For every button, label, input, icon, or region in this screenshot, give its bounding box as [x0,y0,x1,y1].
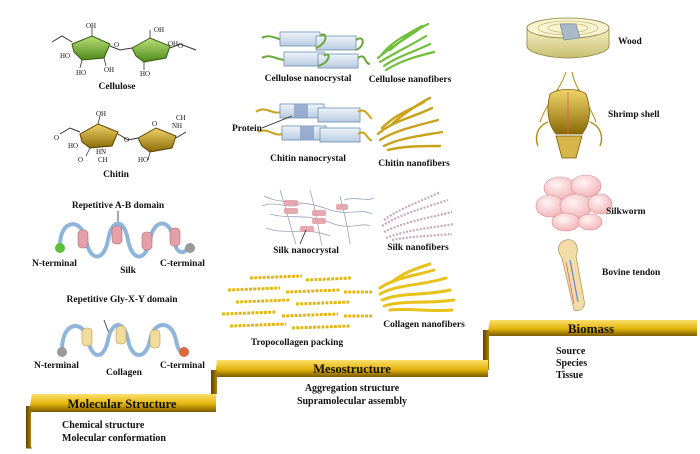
chem-label: O [78,156,83,164]
collagen-molecule: Repetitive Gly-X-Y domain N-terminal Col… [34,295,205,378]
chem-label: NH [172,122,182,130]
chem-label: HO [140,70,150,78]
biomass-desc-2: Species [556,358,587,369]
chem-label: CH [176,114,186,122]
chem-label: OH [168,40,178,48]
silk-c-terminal: C-terminal [160,259,205,269]
shrimp-illustration: Shrimp shell [535,71,660,159]
stage-biomass-title: Biomass [568,321,614,336]
chitin-nanofibers-label: Chitin nanofibers [378,159,450,169]
tendon-illustration: Bovine tendon [558,239,661,311]
chem-label: OH [104,66,114,74]
wood-label: Wood [618,37,642,47]
step-molecular [29,394,216,412]
chem-label: O [114,41,119,49]
collagen-n-terminal: N-terminal [34,361,79,371]
chem-label: O [152,120,157,128]
cellulose-nanofibers: Cellulose nanofibers [369,22,452,85]
collagen-c-terminal: C-terminal [160,361,205,371]
silk-n-terminal: N-terminal [32,259,77,269]
chitin-nanocrystal-label: Chitin nanocrystal [270,154,346,164]
collagen-domain-label: Repetitive Gly-X-Y domain [67,295,179,305]
chem-label: HO [68,142,78,150]
cellulose-nanocrystal-label: Cellulose nanocrystal [265,74,352,84]
riser-1 [26,406,31,448]
silk-nanofibers-label: Silk nanofibers [387,243,449,253]
chem-label: OH [86,22,96,30]
meso-desc-1: Aggregation structure [305,383,400,394]
collagen-nanofibers: Collagen nanofibers [378,262,465,330]
collagen-nanofibers-label: Collagen nanofibers [383,320,465,330]
staircase [26,320,697,449]
silk-nanocrystal: Silk nanocrystal [261,189,375,256]
silk-nanofibers: Silk nanofibers [381,191,455,253]
n-terminal-dot [55,243,65,253]
chem-label: O [54,134,59,142]
meso-desc-2: Supramolecular assembly [297,396,407,407]
chem-label: HO [76,69,86,77]
step-meso [215,360,488,377]
silkworm-label: Silkworm [606,207,646,217]
molecular-desc-1: Chemical structure [62,420,145,431]
protein-label: Protein [232,124,263,134]
cellulose-structure: OH O HO HO OH HO OH OH O Cellulose [51,22,197,92]
cellulose-nanofibers-label: Cellulose nanofibers [369,75,452,85]
chitin-structure: OH O HO HN O CH O HO O NH CH Chitin [54,110,187,180]
tropocollagen-packing: Tropocollagen packing [221,274,372,348]
riser-2 [211,370,217,394]
cellulose-nanocrystal: Cellulose nanocrystal [261,31,371,84]
silk-domain-label: Repetitive A-B domain [72,201,165,211]
shrimp-label: Shrimp shell [608,110,660,120]
chitin-nanocrystal: Protein Chitin nanocrystal [232,103,373,164]
n-terminal-dot [57,347,67,357]
silkworm-illustration: Silkworm [535,174,646,232]
silk-label: Silk [120,266,137,276]
c-terminal-dot [179,347,189,357]
chem-label: OH [96,110,106,118]
chitin-label: Chitin [103,170,130,180]
cellulose-label: Cellulose [99,82,136,92]
tendon-label: Bovine tendon [602,268,661,278]
molecular-desc-2: Molecular conformation [62,433,166,444]
wood-illustration: Wood [526,17,642,59]
c-terminal-dot [185,243,195,253]
chem-label: HN [96,148,106,156]
stage-molecular-title: Molecular Structure [68,397,177,411]
silk-nanocrystal-label: Silk nanocrystal [273,246,339,256]
silk-molecule: Repetitive A-B domain N-terminal Silk C-… [32,201,205,276]
chem-label: HO [60,52,70,60]
chem-label: O [178,42,183,50]
chem-label: CH [98,156,108,164]
chem-label: OH [154,26,164,34]
collagen-label: Collagen [106,368,143,378]
chem-label: O [124,136,129,144]
chem-label: HO [138,156,148,164]
chitin-nanofibers: Chitin nanofibers [376,96,450,169]
step-biomass [487,320,697,336]
riser-3 [483,330,489,370]
stage-meso-title: Mesostructure [313,362,391,376]
tropocollagen-label: Tropocollagen packing [251,338,344,348]
biomass-desc-1: Source [556,346,586,357]
biomass-desc-3: Tissue [556,370,584,381]
